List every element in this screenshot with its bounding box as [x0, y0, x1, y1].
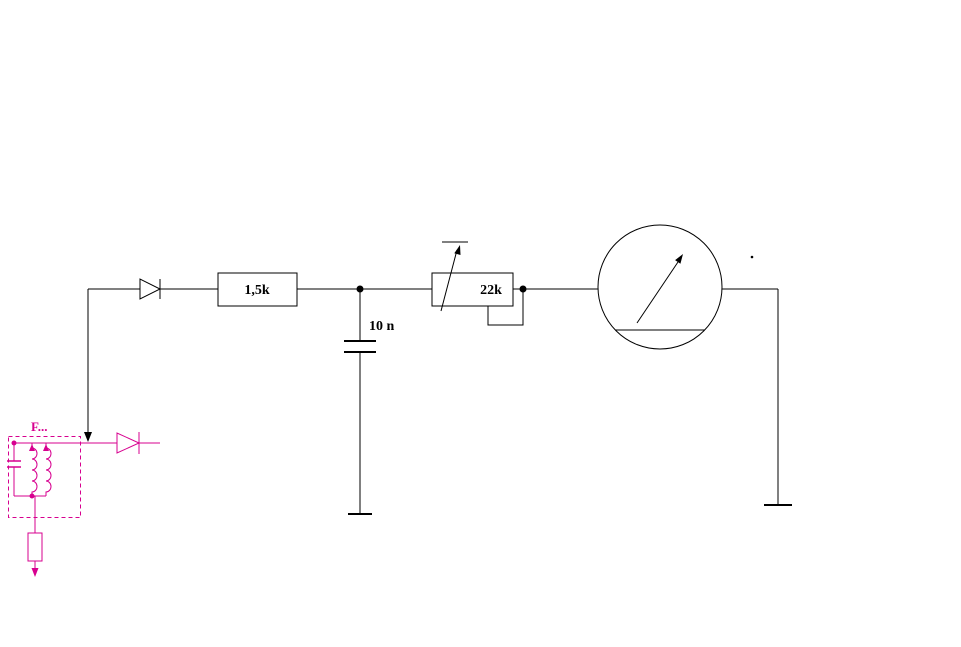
detector-boundary-box [8, 436, 81, 518]
detector-block: F... [7, 419, 160, 577]
pot-wiper-wire [487, 289, 524, 326]
pot-arrow-head-icon [454, 245, 461, 255]
load-resistor-body [27, 532, 43, 562]
meter-body [597, 224, 723, 350]
detector-diode-triangle [116, 432, 141, 454]
diode-triangle [139, 278, 162, 300]
detector-load-branch [27, 496, 43, 577]
meter-needle-head-icon [675, 254, 683, 264]
filter-capacitor: 10 n [344, 289, 395, 515]
coil-tuning-arrow-2-icon [43, 444, 49, 451]
stray-dot [750, 255, 754, 259]
resistor-body [217, 272, 298, 307]
coil-secondary [45, 443, 52, 496]
series-resistor: 1,5k [217, 272, 298, 307]
potentiometer-label: 22k [480, 283, 502, 298]
meter [597, 224, 723, 350]
pot-arrow-shaft [440, 249, 458, 312]
load-arrow-down-icon [31, 568, 39, 577]
detector-label: F... [31, 419, 48, 434]
pot-body [431, 272, 514, 307]
main-circuit: 1,5k 10 n 22k [84, 224, 792, 515]
potentiometer: 22k [431, 241, 524, 326]
detector-diode [116, 432, 160, 454]
resistor-label: 1,5k [244, 283, 270, 298]
arrow-down-icon [84, 432, 92, 442]
capacitor-label: 10 n [369, 319, 395, 334]
coil-tuning-arrow-1-icon [29, 444, 35, 451]
series-diode [139, 278, 162, 300]
tuning-capacitor [7, 443, 21, 496]
tuned-coils [29, 443, 52, 496]
coil-primary [31, 443, 38, 496]
meter-needle [636, 261, 679, 324]
